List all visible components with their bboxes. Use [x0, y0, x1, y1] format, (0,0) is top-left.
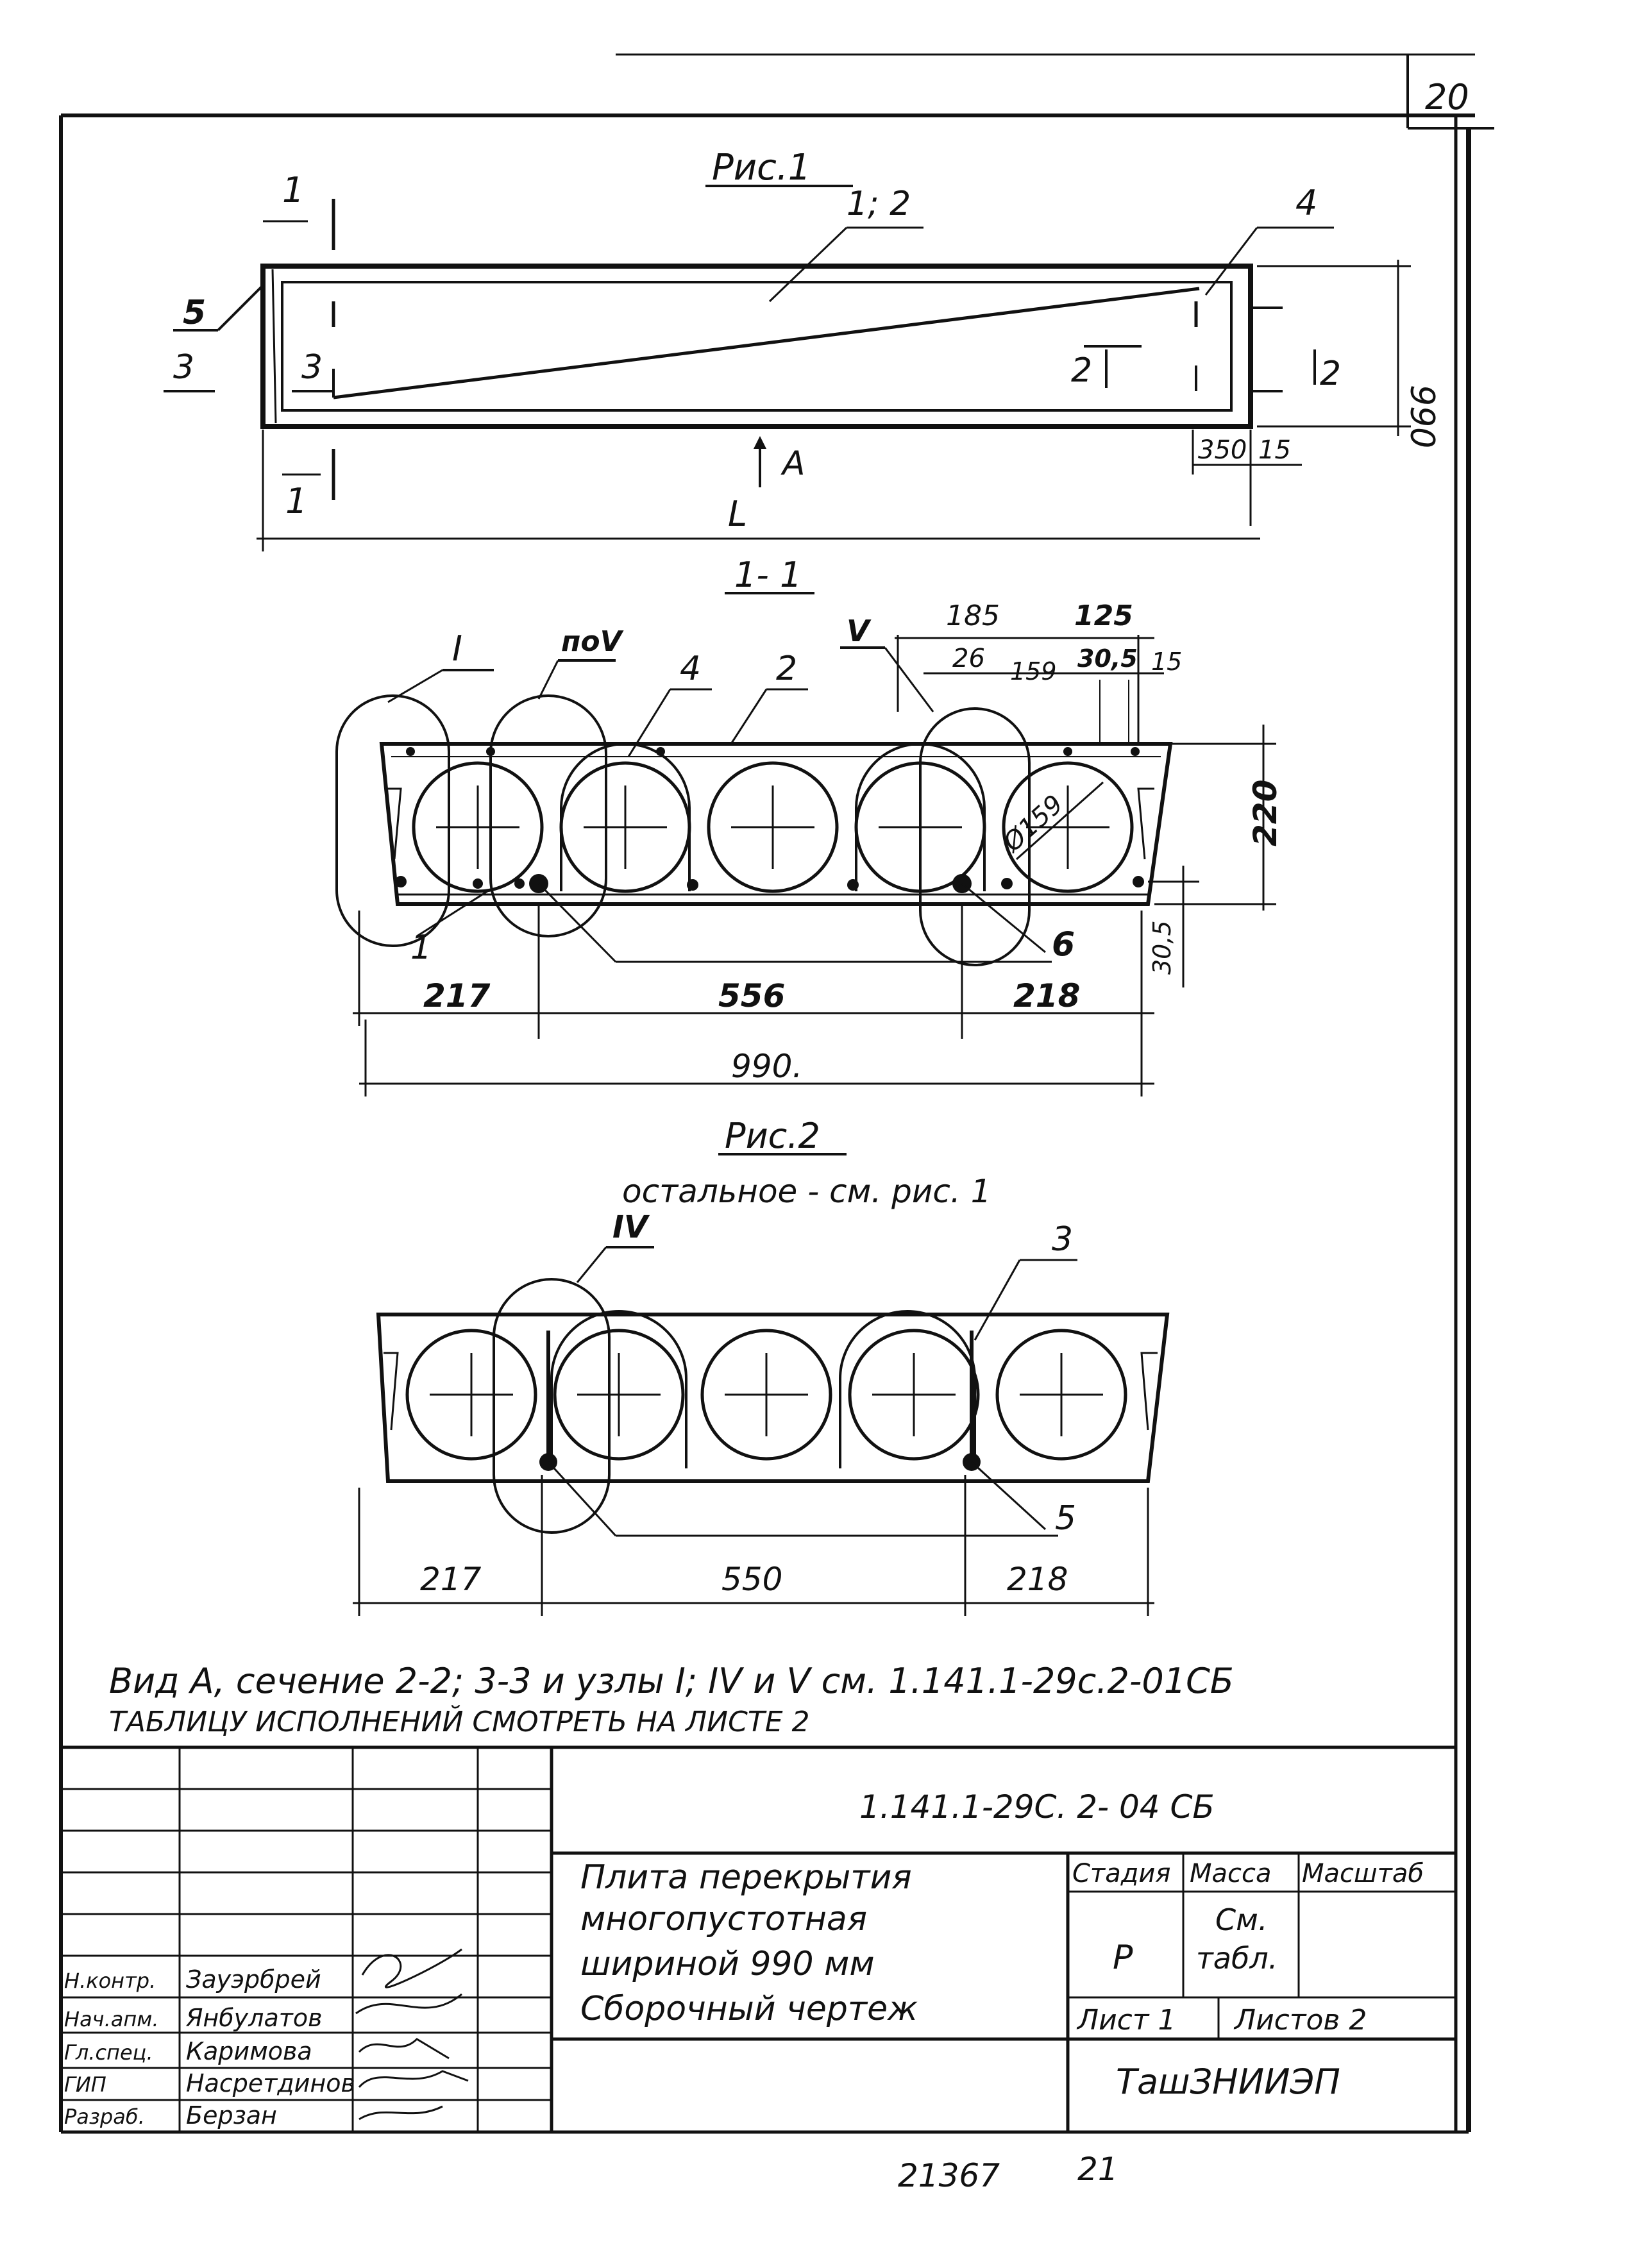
fig2-mark-3: 3 — [1052, 1220, 1073, 1259]
dim-305-side: 30,5 — [1148, 920, 1176, 975]
signature-scribbles — [355, 1948, 469, 2121]
title-line-4: Сборочный чертеж — [580, 1990, 918, 2028]
organization: ТашЗНИИЭП — [1116, 2062, 1340, 2102]
fig1-dim-15: 15 — [1258, 435, 1291, 465]
section11-rebars — [395, 747, 1144, 893]
role-2: Гл.спец. — [64, 2040, 153, 2065]
section11-mark-4: 4 — [680, 650, 701, 688]
dim-990: 990. — [731, 1048, 802, 1085]
role-4: Разраб. — [64, 2104, 145, 2129]
sheets-label: Листов 2 — [1233, 2004, 1367, 2037]
role-1: Нач.апм. — [64, 2007, 159, 2031]
scale-header: Масштаб — [1302, 1859, 1424, 1888]
stage-value: Р — [1113, 1938, 1133, 1977]
fig2-mark-5: 5 — [1055, 1499, 1076, 1538]
format-number: 21 — [1077, 2151, 1118, 2188]
sec2-a-label: 2 — [1071, 351, 1092, 390]
mark-4-label: 4 — [1295, 183, 1317, 223]
dim-217: 217 — [423, 977, 491, 1014]
fig2-title: Рис.2 — [725, 1116, 820, 1156]
name-0: Зауэрбрей — [186, 1965, 321, 1994]
sec2-b-label: 2 — [1320, 355, 1341, 393]
note-line-2: ТАБЛИЦУ ИСПОЛНЕНИЙ СМОТРЕТЬ НА ЛИСТЕ 2 — [109, 1704, 809, 1738]
note-line-1: Вид А, сечение 2-2; 3-3 и узлы I; IV и V… — [109, 1661, 1234, 1701]
fig2-voids — [405, 1329, 1127, 1461]
name-2: Каримова — [186, 2037, 312, 2065]
dim-218: 218 — [1013, 977, 1080, 1014]
sheet-label: Лист 1 — [1076, 2004, 1176, 2037]
dim-220: 220 — [1247, 780, 1284, 846]
fig2-dim-550: 550 — [721, 1561, 782, 1598]
fig1-dim-350: 350 — [1198, 435, 1247, 465]
fig2-dim-218: 218 — [1007, 1561, 1068, 1598]
fig1-plan-view: Рис.1 1 1 1; 2 4 5 3 3 2 — [164, 147, 1441, 551]
doc-code: 1.141.1-29С. 2- 04 СБ — [859, 1788, 1215, 1826]
node-poV-label: поV — [561, 625, 624, 658]
stage-header: Стадия — [1072, 1859, 1170, 1888]
sec3-left-label: 3 — [173, 348, 194, 387]
name-4: Берзан — [186, 2101, 277, 2129]
sec1-bottom-label: 1 — [285, 481, 307, 521]
section11-mark-6: 6 — [1052, 925, 1075, 964]
dim-125: 125 — [1074, 600, 1133, 632]
name-3: Насретдинов — [186, 2069, 355, 2097]
inventory-number: 21367 — [898, 2157, 1000, 2194]
fig2: Рис.2 остальное - см. рис. 1 — [353, 1116, 1170, 1616]
mass-value-2: табл. — [1196, 1941, 1278, 1976]
fig1-title: Рис.1 — [712, 147, 811, 189]
fig1-dim-990: 990 — [1403, 385, 1441, 448]
section11-title: 1- 1 — [734, 555, 802, 595]
title-block: 1.141.1-29С. 2- 04 СБ Плита перекрытия м… — [61, 1745, 1456, 2132]
role-3: ГИП — [64, 2072, 106, 2097]
dim-159: 159 — [1010, 657, 1057, 685]
mass-header: Масса — [1190, 1859, 1272, 1888]
node-V-label: V — [847, 614, 872, 648]
dim-556: 556 — [718, 977, 785, 1014]
name-1: Янбулатов — [185, 2004, 323, 2032]
title-line-2: многопустотная — [580, 1900, 867, 1938]
mark-5-label: 5 — [183, 294, 206, 332]
dim-305-top: 30,5 — [1077, 644, 1138, 673]
role-0: Н.контр. — [64, 1969, 156, 1993]
node-I-label: I — [452, 628, 462, 669]
fig2-dim-217: 217 — [420, 1561, 482, 1598]
section11-mark-2: 2 — [776, 650, 797, 688]
mass-value-1: См. — [1215, 1903, 1267, 1937]
section-1-1: 1- 1 — [335, 555, 1284, 1096]
dim-15: 15 — [1151, 648, 1182, 676]
dim-185: 185 — [946, 600, 1000, 632]
fig2-subtitle: остальное - см. рис. 1 — [622, 1173, 991, 1210]
page-number: 20 — [1425, 77, 1469, 117]
sheet-frame — [59, 53, 1494, 2134]
title-line-3: шириной 990 мм — [580, 1945, 875, 1983]
section11-mark-1: 1 — [410, 928, 432, 967]
mark-1-2-label: 1; 2 — [847, 185, 911, 223]
title-line-1: Плита перекрытия — [580, 1858, 912, 1897]
node-IV-label: IV — [612, 1209, 650, 1245]
dim-26: 26 — [952, 644, 985, 673]
sec3-inner-label: 3 — [301, 348, 323, 387]
sec1-top-label: 1 — [282, 170, 304, 210]
view-a-label: A — [780, 444, 805, 483]
length-label: L — [728, 494, 747, 534]
